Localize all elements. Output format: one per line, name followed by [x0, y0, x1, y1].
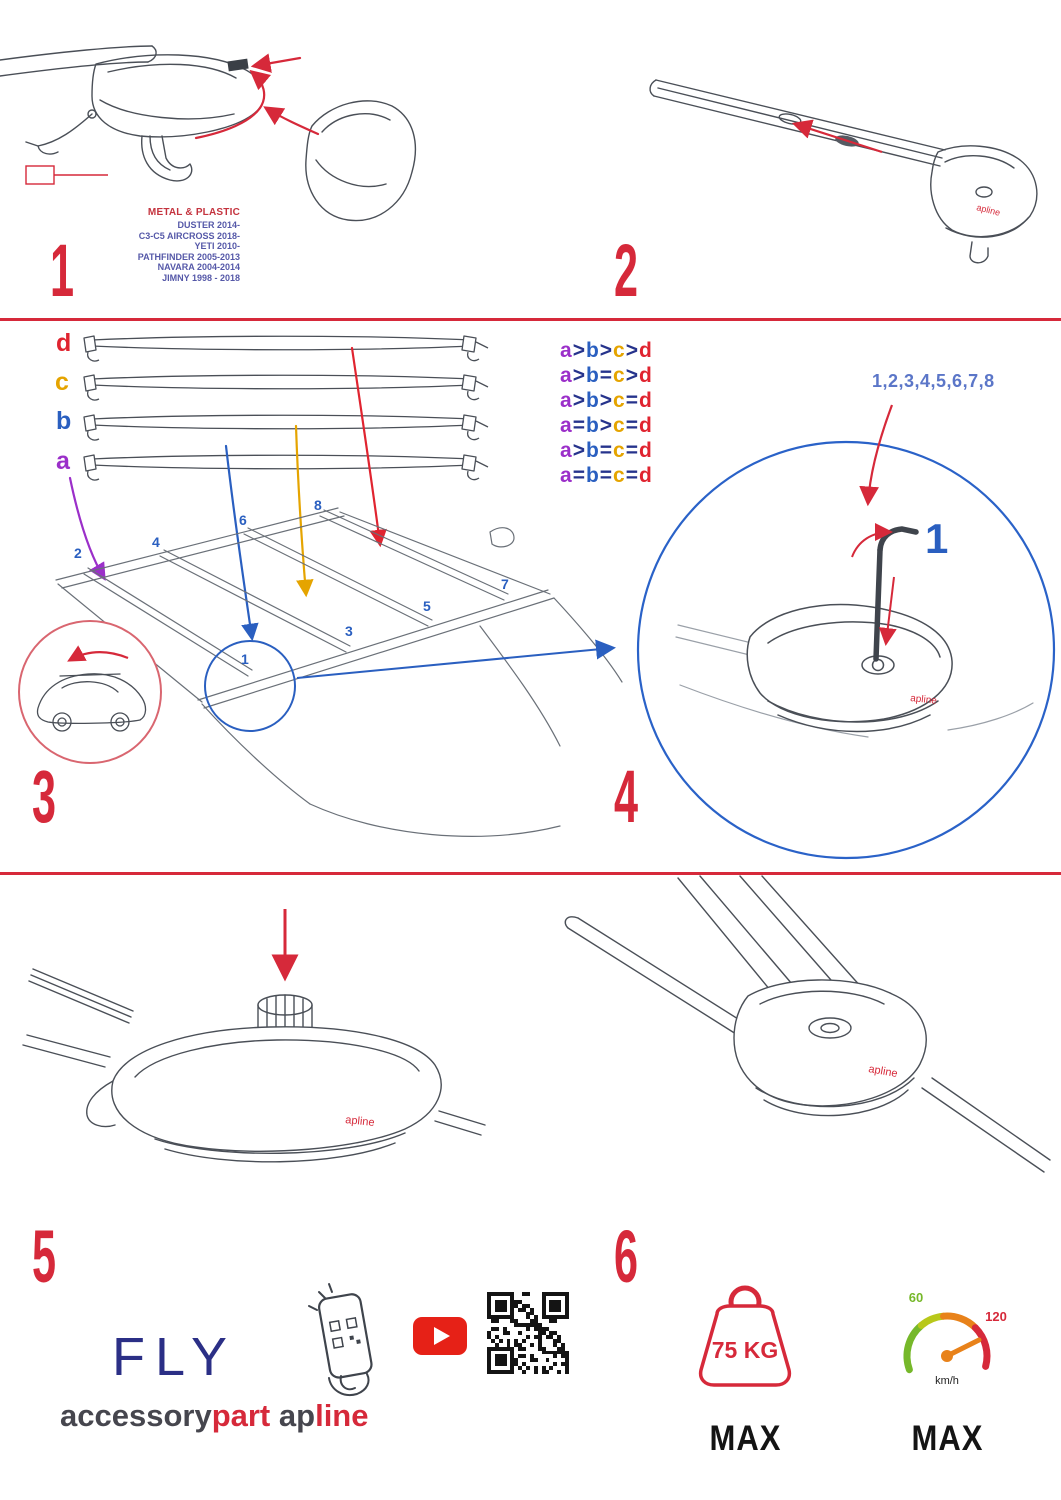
- crossbar-d: [83, 335, 489, 362]
- roof-position-2: 2: [74, 545, 82, 561]
- logo-line: line: [315, 1398, 369, 1433]
- guide-curve-a: [68, 476, 106, 581]
- zoom-link-arrow: [296, 639, 616, 679]
- size-comparison-legend: a>b>c>d a>b=c>d a>b>c=d a=b>c=d a>b=c=d …: [560, 338, 653, 488]
- section-divider-bottom: [0, 872, 1061, 875]
- crossbar-b: [83, 414, 489, 441]
- max-weight-icon: 75 KG: [698, 1285, 792, 1387]
- press-arrow: [878, 576, 897, 646]
- vehicle-item: PATHFINDER 2005-2013: [137, 251, 240, 262]
- play-icon: [434, 1327, 450, 1345]
- foot-drawing: [746, 603, 953, 733]
- callout-box: [25, 165, 55, 185]
- vehicle-item: YETI 2010-: [194, 241, 240, 251]
- tightening-zoom-diagram: apline: [636, 404, 1056, 860]
- max-speed-icon: 60 120 km/h: [903, 1290, 1007, 1387]
- apline-mark: apline: [976, 202, 1002, 218]
- rubber-pad: [227, 58, 249, 72]
- bar-label-d: d: [56, 329, 72, 357]
- speed-low-label: 60: [909, 1290, 923, 1305]
- section-divider-top: [0, 318, 1061, 321]
- car-direction-inset: [18, 620, 162, 764]
- vehicle-item: JIMNY 1998 - 2018: [162, 272, 240, 283]
- qr-code: [487, 1292, 569, 1374]
- bar-label-b: b: [56, 407, 72, 435]
- bar-endcap-diagram: apline: [649, 79, 1038, 264]
- apline-mark: apline: [910, 693, 938, 707]
- material-label: METAL & PLASTIC: [147, 207, 240, 218]
- apline-mark: apline: [345, 1114, 375, 1129]
- roof-position-6: 6: [239, 512, 247, 528]
- guide-curve-c: [294, 424, 314, 598]
- phone-scan-icon: [308, 1283, 373, 1396]
- step-2-number: 2: [614, 229, 639, 313]
- roof-position-1: 1: [241, 651, 249, 667]
- focus-circle-position-1: [204, 640, 296, 732]
- weight-max-label: MAX: [709, 1417, 782, 1458]
- bar-label-c: c: [55, 368, 69, 396]
- step-5-number: 5: [32, 1215, 57, 1299]
- weight-body: [698, 1304, 792, 1387]
- knob-press-diagram: apline: [22, 909, 486, 1163]
- guide-curve-b: [224, 444, 259, 642]
- apline-mark: apline: [867, 1063, 898, 1080]
- comparison-line-5: a>b=c=d: [560, 439, 653, 462]
- guide-curve-d: [350, 346, 387, 548]
- crossbar-a: [83, 454, 489, 481]
- speed-unit-label: km/h: [935, 1375, 959, 1387]
- product-name: FLY: [112, 1327, 238, 1387]
- comparison-line-4: a=b>c=d: [560, 414, 653, 437]
- vehicle-item: C3-C5 AIRCROSS 2018-: [138, 230, 240, 241]
- step-1-number: 1: [50, 229, 75, 313]
- speed-max-label: MAX: [911, 1417, 984, 1458]
- step4-callout-number: 1: [925, 515, 949, 562]
- speed-high-label: 120: [985, 1309, 1007, 1324]
- youtube-icon: [413, 1317, 467, 1355]
- roof-position-4: 4: [152, 534, 160, 550]
- step-4-number: 4: [614, 755, 639, 839]
- roof-position-3: 3: [345, 623, 353, 639]
- weight-value: 75 KG: [712, 1337, 778, 1363]
- brand-wordmark: accessorypart apline: [60, 1400, 368, 1431]
- comparison-line-3: a>b>c=d: [560, 389, 653, 412]
- roof-position-5: 5: [423, 598, 431, 614]
- tightening-sequence: 1,2,3,4,5,6,7,8: [872, 371, 995, 391]
- brand-part: part: [211, 1398, 271, 1433]
- step-3-number: 3: [32, 755, 57, 839]
- vehicle-compatibility-block: METAL & PLASTIC DUSTER 2014- C3-C5 AIRCR…: [100, 207, 240, 283]
- brand-accessory: accessory: [60, 1398, 212, 1433]
- roof-position-8: 8: [314, 497, 322, 513]
- sequence-arrow: [859, 404, 894, 507]
- logo-ap: ap: [278, 1398, 316, 1433]
- bar-label-a: a: [56, 447, 70, 475]
- roof-layout-diagram: [18, 335, 623, 837]
- vehicle-item: DUSTER 2014-: [177, 220, 240, 230]
- comparison-line-2: a>b=c>d: [560, 364, 653, 387]
- foot-on-rail-diagram: apline: [564, 875, 1051, 1173]
- rotate-arrow: [851, 523, 893, 558]
- comparison-line-1: a>b>c>d: [560, 339, 653, 362]
- roof-position-7: 7: [501, 576, 509, 592]
- crossbar-c: [83, 374, 489, 401]
- step-6-number: 6: [614, 1215, 639, 1299]
- comparison-line-6: a=b=c=d: [560, 464, 653, 487]
- vehicle-item: NAVARA 2004-2014: [157, 262, 240, 272]
- clamp-foot-diagram: [0, 45, 416, 222]
